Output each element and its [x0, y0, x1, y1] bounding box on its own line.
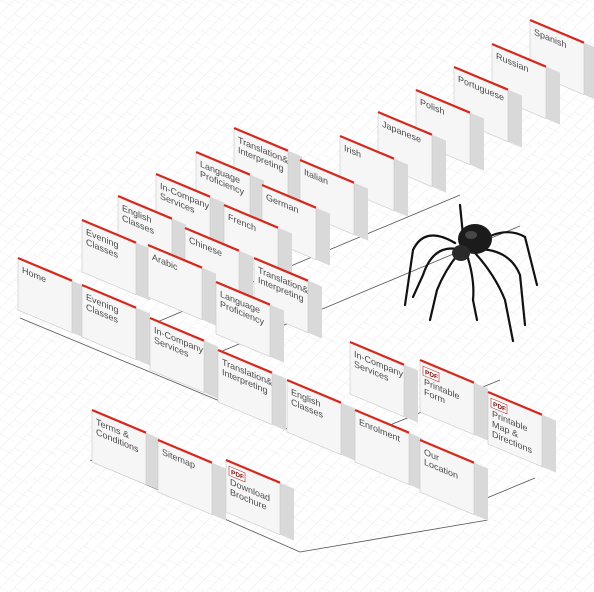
- card-shadow: [404, 365, 418, 423]
- card-shadow: [474, 383, 488, 441]
- card-shadow: [136, 308, 150, 366]
- card-shadow: [546, 67, 560, 125]
- card-shadow: [508, 90, 522, 148]
- card-shadow: [280, 483, 294, 541]
- card-shadow: [308, 281, 322, 339]
- card-shadow: [432, 135, 446, 193]
- card-shadow: [584, 43, 594, 101]
- card-shadow: [270, 305, 284, 363]
- card-shadow: [341, 403, 355, 461]
- card-shadow: [474, 463, 488, 521]
- card-shadow: [394, 159, 408, 217]
- card-shadow: [470, 113, 484, 171]
- card-shadow: [202, 268, 216, 326]
- card-shadow: [272, 373, 286, 431]
- card-shadow: [542, 415, 556, 473]
- card-shadow: [212, 463, 226, 521]
- card-shadow: [204, 341, 218, 399]
- card-shadow: [354, 183, 368, 241]
- card-shadow: [316, 208, 330, 266]
